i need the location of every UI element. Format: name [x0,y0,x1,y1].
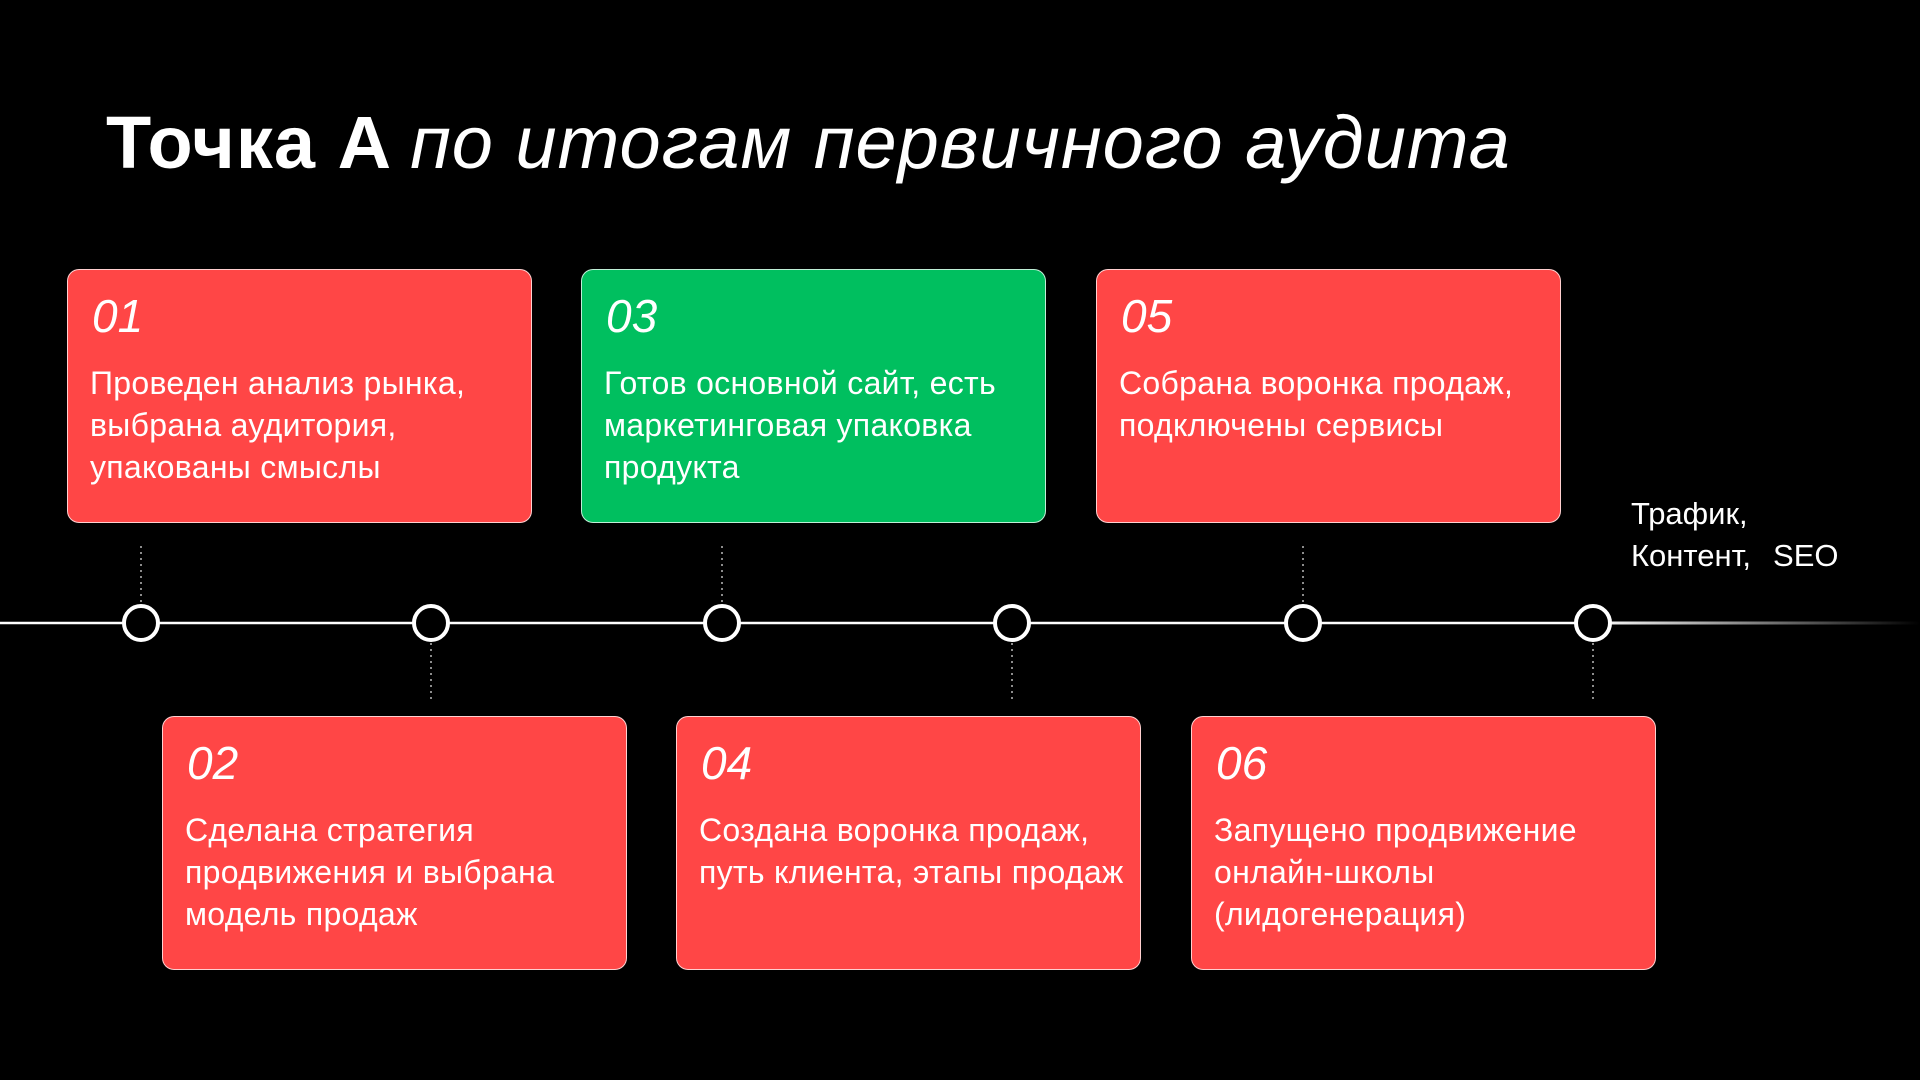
step-card-06: 06 Запущено продвижение онлайн-школы (ли… [1191,716,1656,970]
timeline-node-2 [412,604,450,642]
timeline-node-3 [703,604,741,642]
next-steps-note: Трафик, Контент, SEO [1631,493,1838,577]
step-description: Сделана стратегия продвижения и выбрана … [185,812,555,932]
step-description: Проведен анализ рынка, выбрана аудитория… [90,365,466,485]
step-description: Готов основной сайт, есть маркетинговая … [604,365,996,485]
step-number: 02 [187,737,239,789]
step-card-03: 03 Готов основной сайт, есть маркетингов… [581,269,1046,523]
timeline-node-6 [1574,604,1612,642]
step-number: 04 [701,737,753,789]
title-italic-part: по итогам первичного аудита [410,101,1511,184]
step-number: 01 [92,290,144,342]
step-card-01: 01 Проведен анализ рынка, выбрана аудито… [67,269,532,523]
next-steps-line-2: Контент, SEO [1631,535,1838,577]
step-number: 05 [1121,290,1173,342]
next-steps-line-1: Трафик, [1631,496,1748,531]
step-card-02: 02 Сделана стратегия продвижения и выбра… [162,716,627,970]
step-card-04: 04 Создана воронка продаж, путь клиента,… [676,716,1141,970]
step-description: Собрана воронка продаж, подключены серви… [1119,365,1514,443]
timeline-node-1 [122,604,160,642]
step-card-05: 05 Собрана воронка продаж, подключены се… [1096,269,1561,523]
next-steps-content: Контент, [1631,538,1752,573]
timeline-node-4 [993,604,1031,642]
timeline-tail [1593,621,1920,625]
step-number: 03 [606,290,658,342]
timeline-node-5 [1284,604,1322,642]
step-description: Создана воронка продаж, путь клиента, эт… [699,812,1124,890]
step-number: 06 [1216,737,1268,789]
next-steps-seo: SEO [1773,538,1839,573]
title-bold-part: Точка А [106,101,393,184]
step-description: Запущено продвижение онлайн-школы (лидог… [1214,812,1577,932]
